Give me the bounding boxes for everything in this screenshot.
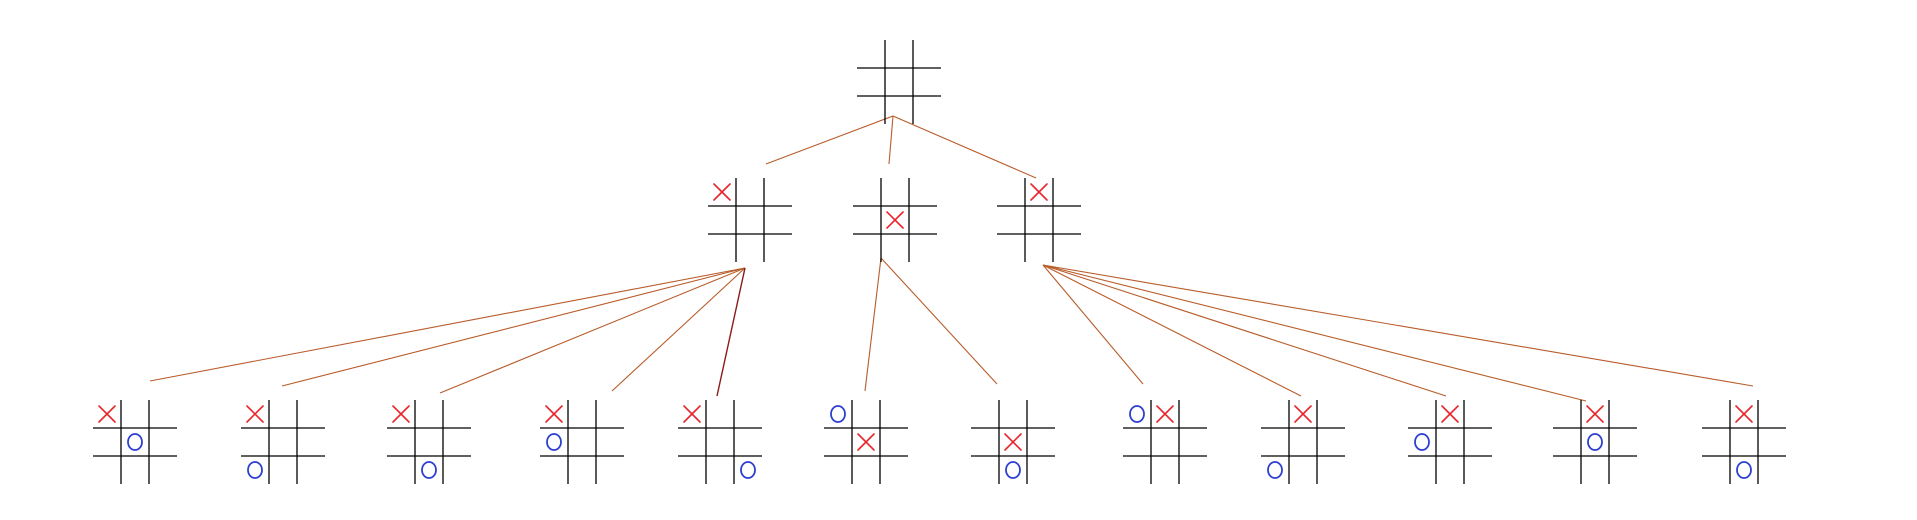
level2-board-c6 <box>824 400 908 484</box>
edge-x-edge-to-c11 <box>1042 264 1587 402</box>
o-mark <box>1736 461 1752 479</box>
x-mark <box>1156 405 1174 423</box>
board-grid <box>1123 400 1207 484</box>
tree-edges <box>149 115 1754 402</box>
edge-x-edge-to-c10 <box>1042 264 1447 397</box>
x-mark <box>1030 183 1048 201</box>
root-board <box>857 40 941 124</box>
board-grid <box>540 400 624 484</box>
o-mark <box>1414 433 1430 451</box>
x-mark <box>246 405 264 423</box>
board-grid <box>93 400 177 484</box>
edge-x-center-to-c7 <box>880 257 998 385</box>
level2-board-c9 <box>1261 400 1345 484</box>
o-mark <box>1005 461 1021 479</box>
level2-board-c7 <box>971 400 1055 484</box>
x-mark <box>1735 405 1753 423</box>
level2-board-c5 <box>678 400 762 484</box>
x-mark <box>392 405 410 423</box>
board-grid <box>241 400 325 484</box>
board-grid <box>1702 400 1786 484</box>
board-grid <box>1261 400 1345 484</box>
level2-board-c4 <box>540 400 624 484</box>
edge-x-corner-to-c3 <box>439 267 746 394</box>
x-mark <box>1294 405 1312 423</box>
x-mark <box>1441 405 1459 423</box>
x-mark <box>98 405 116 423</box>
x-mark <box>683 405 701 423</box>
level2-board-c11 <box>1553 400 1637 484</box>
o-mark <box>1267 461 1283 479</box>
board-grid <box>824 400 908 484</box>
o-mark <box>421 461 437 479</box>
o-mark <box>740 461 756 479</box>
o-mark <box>546 433 562 451</box>
x-mark <box>886 211 904 229</box>
tree-boards <box>93 40 1786 484</box>
board-grid <box>1408 400 1492 484</box>
edge-x-corner-to-c1 <box>149 267 746 382</box>
edge-x-edge-to-c12 <box>1042 264 1754 387</box>
edge-x-edge-to-c9 <box>1042 264 1302 397</box>
o-mark <box>1587 433 1603 451</box>
o-mark <box>1129 405 1145 423</box>
board-grid <box>1553 400 1637 484</box>
edge-x-corner-to-c2 <box>281 267 746 387</box>
level1-board-x-center <box>853 178 937 262</box>
level1-board-x-edge <box>997 178 1081 262</box>
board-grid <box>857 40 941 124</box>
level2-board-c10 <box>1408 400 1492 484</box>
board-grid <box>997 178 1081 262</box>
level1-board-x-corner <box>708 178 792 262</box>
x-mark <box>545 405 563 423</box>
o-mark <box>127 433 143 451</box>
level2-board-c2 <box>241 400 325 484</box>
board-grid <box>387 400 471 484</box>
edge-x-center-to-c6 <box>864 257 882 392</box>
x-mark <box>713 183 731 201</box>
x-mark <box>1586 405 1604 423</box>
board-grid <box>853 178 937 262</box>
x-mark <box>857 433 875 451</box>
level2-board-c8 <box>1123 400 1207 484</box>
edge-x-corner-to-c4 <box>611 267 746 392</box>
level2-board-c12 <box>1702 400 1786 484</box>
edge-root-to-x-corner <box>765 115 894 165</box>
x-mark <box>1004 433 1022 451</box>
board-grid <box>971 400 1055 484</box>
level2-board-c1 <box>93 400 177 484</box>
o-mark <box>247 461 263 479</box>
level2-board-c3 <box>387 400 471 484</box>
board-grid <box>708 178 792 262</box>
edge-root-to-x-edge <box>892 115 1037 179</box>
o-mark <box>830 405 846 423</box>
board-grid <box>678 400 762 484</box>
edge-x-edge-to-c8 <box>1042 264 1144 385</box>
edge-root-to-x-center <box>888 115 894 165</box>
edge-x-corner-to-c5 <box>716 267 746 397</box>
